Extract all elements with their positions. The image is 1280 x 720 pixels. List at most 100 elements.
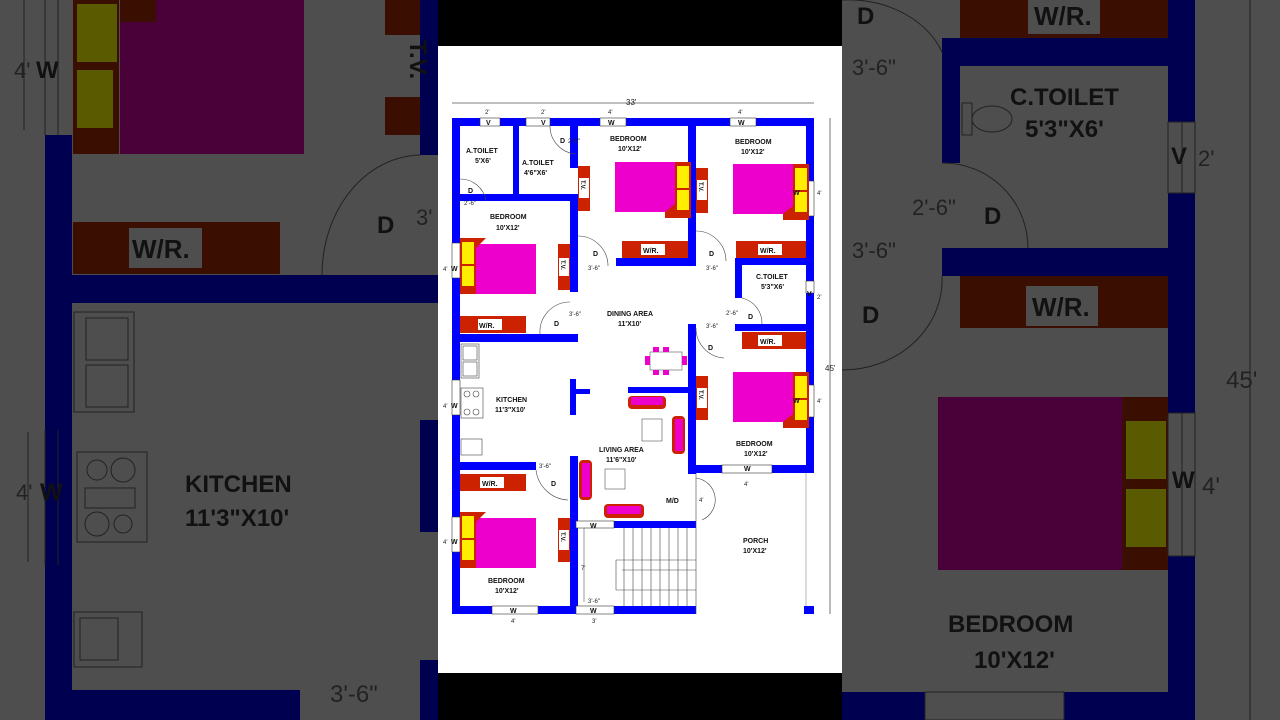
door-label: D xyxy=(709,251,714,258)
dining-table-icon xyxy=(645,347,687,375)
door-label: D xyxy=(593,251,598,258)
microwave-icon xyxy=(460,438,483,456)
room-size-ctoilet: 5'3"X6' xyxy=(761,284,784,291)
vent-dim: 2' xyxy=(817,295,821,301)
walls xyxy=(452,118,814,614)
door-dim: 2'-6" xyxy=(568,139,580,145)
room-size-bedroom-top-middle: 10'X12' xyxy=(618,146,642,153)
right-zoom-floorplan: D W/R. 3'-6" C.TOILET 5'3"X6' V 2' 2'-6"… xyxy=(842,0,1280,720)
door-label: D xyxy=(468,188,473,195)
room-size-porch: 10'X12' xyxy=(743,548,767,555)
stair-width-dim: 3'-6" xyxy=(588,599,600,605)
left-tv-label: T.V. xyxy=(404,40,431,79)
kitchen-appliances xyxy=(460,343,484,456)
window-dim: 4' xyxy=(817,191,821,197)
door-dim: 2'-6" xyxy=(726,311,738,317)
window-dim: 4' xyxy=(443,540,447,546)
door-dim: 2'-6" xyxy=(464,201,476,207)
window-dim: 4' xyxy=(738,110,742,116)
wardrobe-label: W/R. xyxy=(760,248,776,255)
sofa-icon xyxy=(579,396,685,518)
window-dim: 4' xyxy=(817,399,821,405)
left-window-label: W xyxy=(36,57,59,84)
right-bedroom-name: BEDROOM xyxy=(948,611,1073,638)
vent-label: V xyxy=(807,291,812,298)
right-door-label-mid: D xyxy=(984,203,1001,230)
right-wardrobe-top: W/R. xyxy=(1034,1,1092,31)
right-overall-depth: 45' xyxy=(1226,367,1257,394)
left-door-label: D xyxy=(377,212,394,239)
window-dim: 4' xyxy=(443,267,447,273)
tv-label: T.V. xyxy=(697,182,703,192)
main-door-dim: 4' xyxy=(699,498,703,504)
coffee-table-icon xyxy=(604,468,626,490)
staircase xyxy=(615,473,697,606)
right-window-dim: 4' xyxy=(1202,473,1220,500)
wardrobe-label-boxes xyxy=(478,178,782,550)
room-name-atoilet-2: A.TOILET xyxy=(522,160,554,167)
left-bottom-dim: 3'-6" xyxy=(330,681,378,708)
room-name-bedroom-top-right: BEDROOM xyxy=(735,139,772,146)
room-name-living: LIVING AREA xyxy=(599,447,644,454)
wardrobe-label: W/R. xyxy=(482,481,498,488)
window-dim: 4' xyxy=(511,619,515,625)
window-label: W xyxy=(451,539,458,546)
floor-plan-drawing: 33' 45' xyxy=(443,98,836,625)
room-size-dining: 11'X10' xyxy=(618,321,642,328)
left-door-dim: 3' xyxy=(416,205,432,230)
room-name-bedroom-bottom-left: BEDROOM xyxy=(488,578,525,585)
window-label: W xyxy=(590,608,597,615)
room-name-bedroom-top-middle: BEDROOM xyxy=(610,136,647,143)
room-size-atoilet-1: 5'X6' xyxy=(475,158,491,165)
window-label: W xyxy=(738,120,745,127)
room-name-bedroom-left: BEDROOM xyxy=(490,214,527,221)
vent-label: V xyxy=(486,120,491,127)
right-toilet-name: C.TOILET xyxy=(1010,84,1119,111)
door-dim: 3'-6" xyxy=(539,464,551,470)
left-kitchen-window: W xyxy=(40,479,63,506)
room-size-kitchen: 11'3"X10' xyxy=(495,407,526,414)
left-kitchen-size: 11'3"X10' xyxy=(185,505,289,532)
room-size-bedroom-top-right: 10'X12' xyxy=(741,149,765,156)
right-vent-label: V xyxy=(1171,143,1187,170)
bed-icon xyxy=(615,162,691,218)
room-size-bedroom-bottom-left: 10'X12' xyxy=(495,588,519,595)
room-size-atoilet-2: 4'6"X6' xyxy=(524,170,547,177)
right-dim-3-6-bottom: 3'-6" xyxy=(852,238,896,263)
window-frames xyxy=(451,117,815,615)
stair-dim: 7' xyxy=(581,566,585,572)
overall-width-dim: 33' xyxy=(626,98,637,107)
right-dim-3-6-top: 3'-6" xyxy=(852,55,896,80)
tv-label: T.V. xyxy=(559,260,565,270)
window-label: W xyxy=(793,398,800,405)
door-dim: 3'-6" xyxy=(588,266,600,272)
window-label: W xyxy=(793,190,800,197)
room-size-bedroom-right-middle: 10'X12' xyxy=(744,451,768,458)
door-dim: 3'-6" xyxy=(706,266,718,272)
window-label: W xyxy=(510,608,517,615)
door-swings xyxy=(459,125,763,521)
background-zoom-left: 4' W W/R. T.V. D 3' KITCHEN 11'3"X10' 4'… xyxy=(0,0,438,720)
floor-plan-panel: 33' 45' xyxy=(438,46,842,673)
left-window-dim: 4' xyxy=(14,58,30,83)
room-name-atoilet-1: A.TOILET xyxy=(466,148,498,155)
window-label: W xyxy=(451,403,458,410)
window-dim: 3' xyxy=(592,619,596,625)
room-name-porch: PORCH xyxy=(743,538,768,545)
right-vent-dim: 2' xyxy=(1198,146,1214,171)
door-label: D xyxy=(708,345,713,352)
overall-depth-dim: 45' xyxy=(825,364,836,373)
window-label: W xyxy=(590,523,597,530)
door-label: D xyxy=(560,138,565,145)
vent-label: V xyxy=(541,120,546,127)
bed-icon xyxy=(460,512,536,568)
door-label: D xyxy=(554,321,559,328)
room-size-bedroom-left: 10'X12' xyxy=(496,225,520,232)
tv-label: T.V. xyxy=(579,180,585,190)
room-name-bedroom-right-middle: BEDROOM xyxy=(736,441,773,448)
room-name-ctoilet: C.TOILET xyxy=(756,274,788,281)
left-zoom-floorplan: 4' W W/R. T.V. D 3' KITCHEN 11'3"X10' 4'… xyxy=(0,0,438,720)
wardrobe-label: W/R. xyxy=(643,248,659,255)
main-door-label[interactable]: M/D xyxy=(666,498,679,505)
wardrobe-label: W/R. xyxy=(479,323,495,330)
